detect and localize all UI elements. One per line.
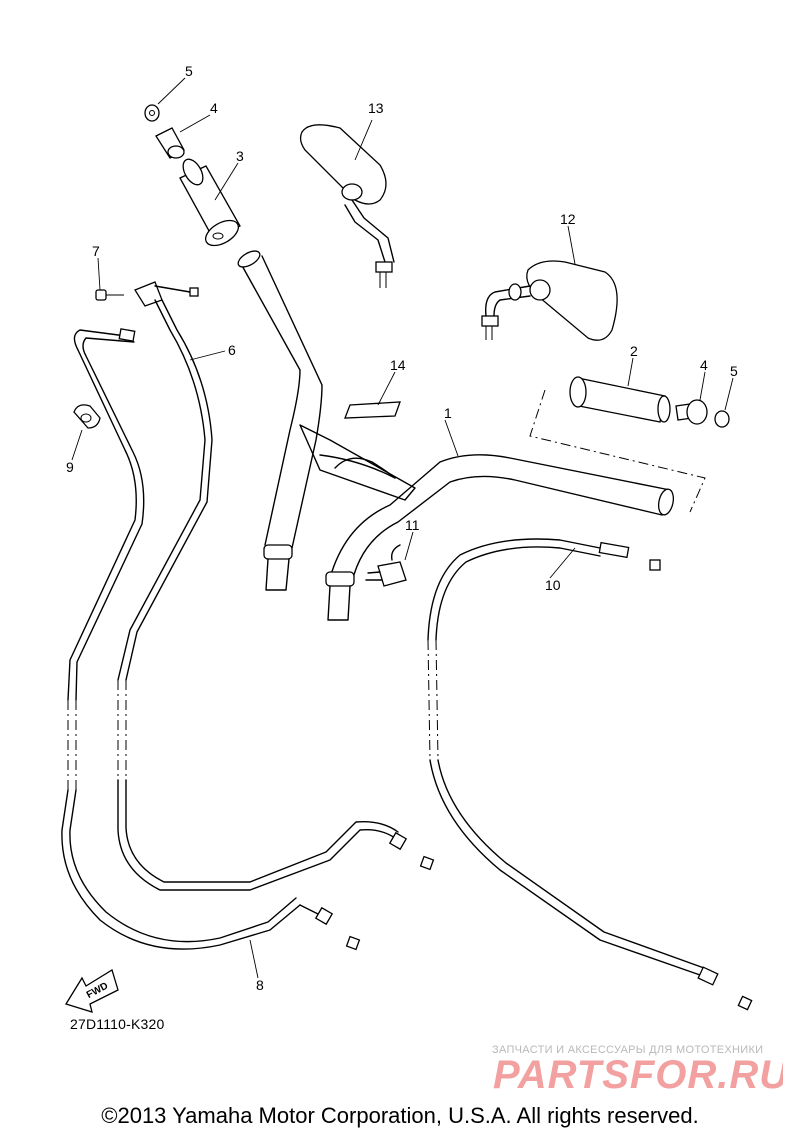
callout-10: 10: [545, 577, 561, 593]
callout-12: 12: [560, 211, 576, 227]
callout-14: 14: [390, 357, 406, 373]
throttle-cable-6: [117, 299, 435, 891]
callout-5-right: 5: [730, 363, 738, 379]
right-grip: [569, 376, 671, 423]
cable-clip-9: [73, 404, 101, 429]
callout-6: 6: [228, 342, 236, 358]
watermark-subtitle: ЗАПЧАСТИ И АКСЕССУАРЫ ДЛЯ МОТОТЕХНИКИ: [492, 1044, 764, 1056]
center-bracket: [299, 401, 416, 501]
callout-2: 2: [630, 343, 638, 359]
clutch-cable-10: [427, 538, 753, 1011]
bolt-7: [95, 289, 124, 301]
callout-8: 8: [256, 977, 264, 993]
clutch-switch: [365, 544, 407, 587]
mirror-left: [481, 260, 618, 341]
mirror-right: [299, 124, 395, 288]
left-grip: [179, 158, 241, 247]
svg-text:PARTSFOR.RU: PARTSFOR.RU: [493, 1053, 783, 1096]
callout-1: 1: [444, 405, 452, 421]
left-screw: [144, 104, 160, 122]
right-screw: [714, 410, 730, 428]
callout-3: 3: [236, 148, 244, 164]
callout-4: 4: [210, 100, 218, 116]
leader-lines: [71, 77, 734, 979]
handlebar: [237, 250, 675, 621]
callout-7: 7: [92, 243, 100, 259]
callout-4-right: 4: [700, 357, 708, 373]
callout-11: 11: [405, 517, 420, 533]
throttle-junction: [134, 281, 199, 307]
fwd-arrow: FWD: [65, 969, 119, 1013]
callout-5: 5: [185, 63, 193, 79]
copyright-notice: ©2013 Yamaha Motor Corporation, U.S.A. A…: [101, 1103, 699, 1128]
throttle-cable-8: [61, 328, 361, 951]
callout-9: 9: [66, 459, 74, 475]
watermark-logo: PARTSFOR.RU: [493, 1053, 783, 1096]
diagram-code: 27D1110-K320: [70, 1016, 165, 1032]
left-end-cap: [155, 127, 185, 159]
right-end-cap: [675, 399, 708, 425]
callouts: 5 4 3 13 12 2 4 5 14 1 11 10 7 6 9 8: [66, 63, 738, 993]
callout-13: 13: [368, 100, 384, 116]
